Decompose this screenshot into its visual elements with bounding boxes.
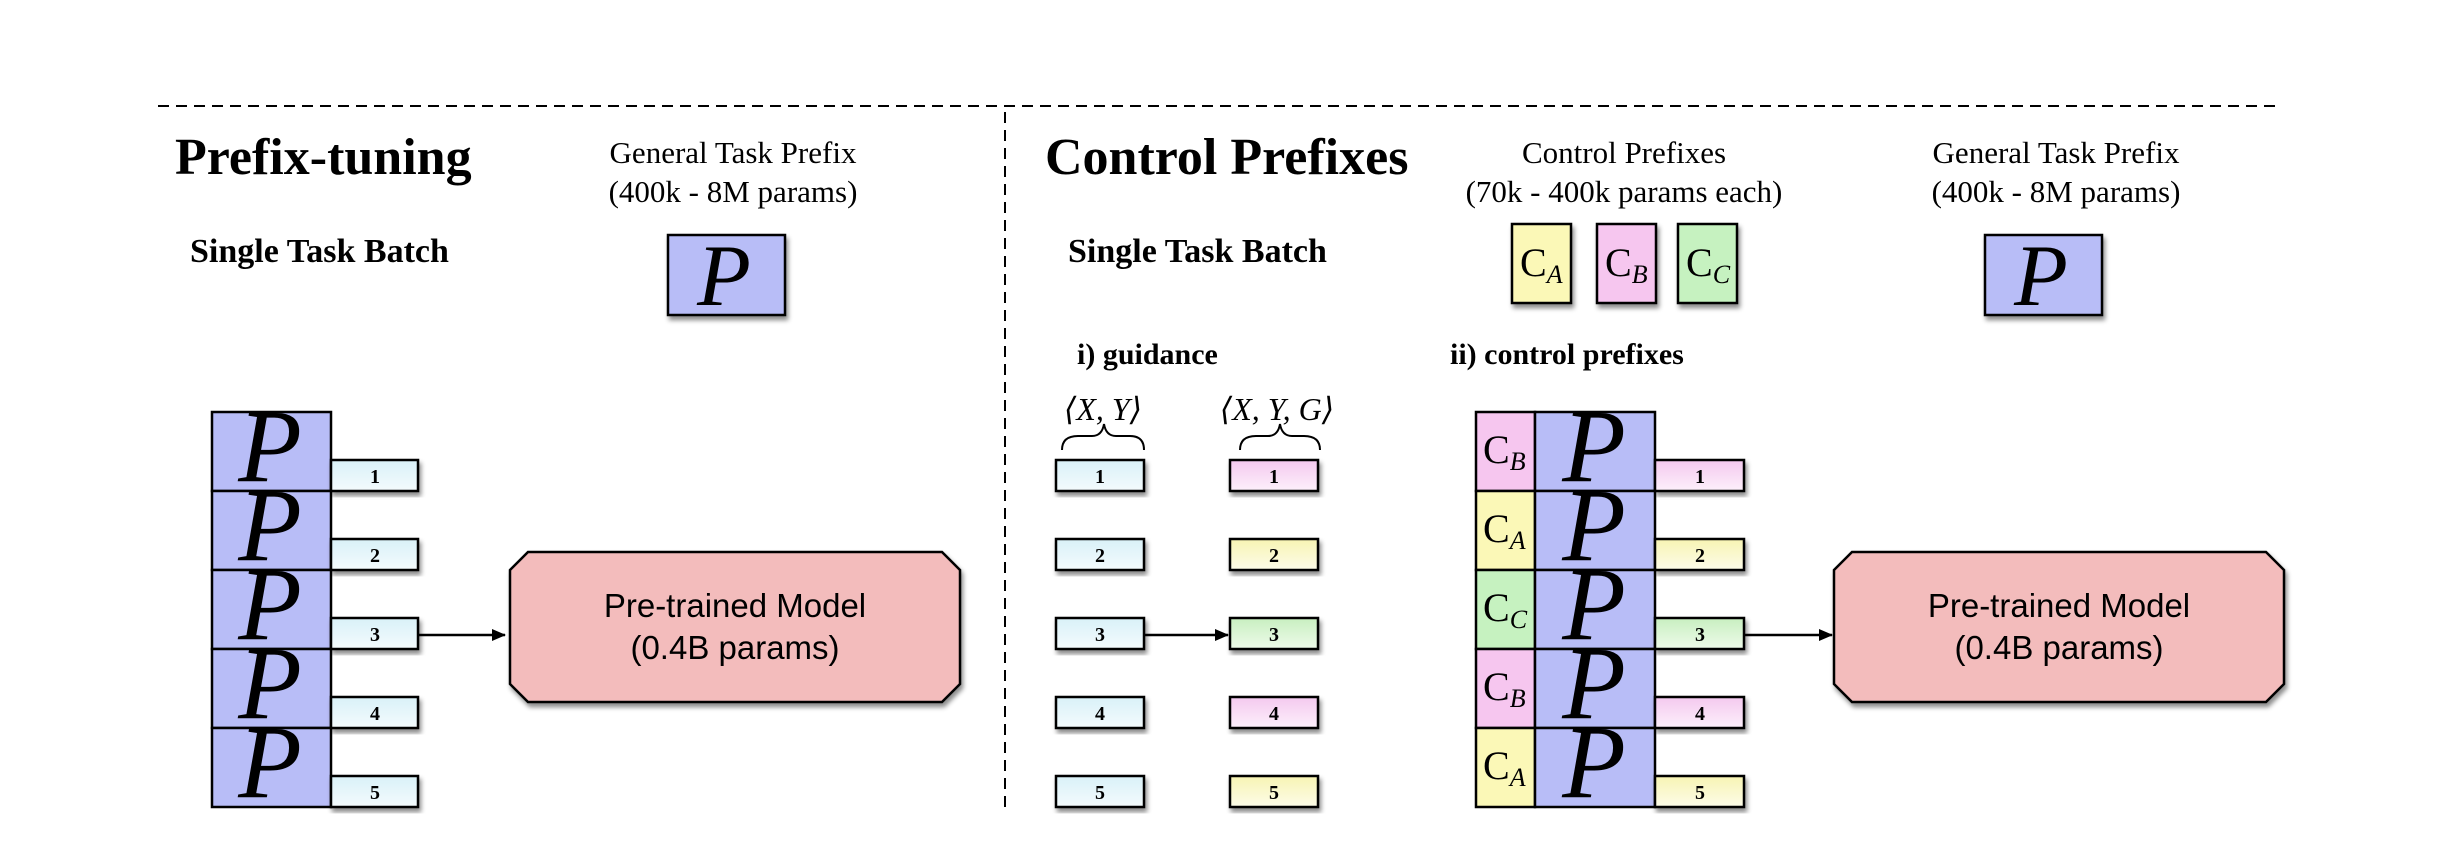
left-prefix-caption-line2: (400k - 8M params) [609, 174, 858, 209]
right-prefix-caption-line2: (400k - 8M params) [1932, 174, 2181, 209]
control-prefix-cell [1474, 568, 1537, 651]
prefix-symbol: P [237, 705, 302, 820]
guided-input-row [1228, 458, 1320, 493]
left-prefix-caption-line1: General Task Prefix [610, 135, 857, 170]
prefix-symbol: P [237, 547, 302, 662]
input-row [329, 695, 420, 730]
prefix-symbol: P [1561, 626, 1626, 741]
input-row [329, 458, 420, 493]
row-number: 1 [370, 466, 380, 488]
control-prefix-cell [1474, 726, 1537, 809]
input-row [1653, 616, 1746, 651]
row-number: 2 [1095, 545, 1105, 567]
control-prefix-label: CB [1483, 427, 1526, 476]
row-number: 4 [370, 703, 380, 725]
row-number: 5 [370, 782, 380, 804]
right-model-label-line2: (0.4B params) [1954, 629, 2163, 666]
row-number: 2 [1269, 545, 1279, 567]
prefix-block [1533, 489, 1657, 572]
input-row [1653, 774, 1746, 809]
control-prefix-caption-line2: (70k - 400k params each) [1466, 174, 1783, 209]
prefix-symbol: P [237, 468, 302, 583]
row-number: 2 [1695, 545, 1705, 567]
guidance-input-row [1054, 774, 1146, 809]
prefix-symbol: P [1561, 705, 1626, 820]
prefix-block [210, 726, 333, 809]
right-prefix-caption-line1: General Task Prefix [1933, 135, 2180, 170]
guidance-input-row [1054, 537, 1146, 572]
brace-xy [1061, 423, 1145, 451]
row-number: 5 [1269, 782, 1279, 804]
row-number: 3 [1095, 624, 1105, 646]
left-batch-label: Single Task Batch [190, 233, 449, 270]
row-number: 1 [1095, 466, 1105, 488]
right-model-box: Pre-trained Model (0.4B params) [1832, 550, 2286, 704]
prefix-symbol: P [237, 626, 302, 741]
left-general-prefix-symbol: P [696, 228, 751, 325]
guided-input-row [1228, 695, 1320, 730]
prefix-symbol: P [1561, 389, 1626, 504]
input-row [1653, 458, 1746, 493]
guidance-input-row [1054, 616, 1146, 651]
left-model-label-line2: (0.4B params) [630, 629, 839, 666]
left-model-box: Pre-trained Model (0.4B params) [508, 550, 962, 704]
input-row [329, 616, 420, 651]
right-model-label-line1: Pre-trained Model [1928, 587, 2190, 624]
guided-input-row [1228, 537, 1320, 572]
guidance-label: i) guidance [1077, 338, 1218, 371]
tuple-xy-label: ⟨X, Y⟩ [1064, 391, 1142, 427]
prefix-symbol: P [237, 389, 302, 504]
right-general-prefix-symbol: P [2013, 228, 2068, 325]
row-number: 4 [1695, 703, 1705, 725]
right-general-prefix-block: P [1983, 228, 2104, 325]
control-prefix-caption-line1: Control Prefixes [1522, 135, 1726, 170]
right-batch-label: Single Task Batch [1068, 233, 1327, 270]
brace-xyg [1239, 423, 1321, 451]
input-row [329, 774, 420, 809]
row-number: 5 [1095, 782, 1105, 804]
row-number: 2 [370, 545, 380, 567]
left-title: Prefix-tuning [175, 129, 472, 186]
input-row [1653, 537, 1746, 572]
row-number: 3 [370, 624, 380, 646]
left-model-label-line1: Pre-trained Model [604, 587, 866, 624]
prefix-block [1533, 568, 1657, 651]
control-prefix-a [1510, 222, 1573, 305]
row-number: 1 [1269, 466, 1279, 488]
right-title: Control Prefixes [1045, 129, 1408, 186]
control-prefix-c [1676, 222, 1739, 305]
prefix-block [1533, 726, 1657, 809]
row-number: 5 [1695, 782, 1705, 804]
prefix-symbol: P [1561, 547, 1626, 662]
input-row [1653, 695, 1746, 730]
prefix-block [1533, 410, 1657, 493]
guided-input-row [1228, 616, 1320, 651]
row-number: 3 [1269, 624, 1279, 646]
control-prefix-b [1595, 222, 1658, 305]
guidance-rows: 1 1 2 2 3 3 4 4 5 5 [1054, 458, 1320, 809]
input-row [329, 537, 420, 572]
left-general-prefix-block: P [666, 228, 787, 325]
guidance-input-row [1054, 695, 1146, 730]
prefix-symbol: P [1561, 468, 1626, 583]
row-number: 4 [1095, 703, 1105, 725]
row-number: 4 [1269, 703, 1279, 725]
guided-input-row [1228, 774, 1320, 809]
control-prefixes-label: ii) control prefixes [1450, 338, 1684, 371]
tuple-xyg-label: ⟨X, Y, G⟩ [1220, 391, 1334, 427]
row-number: 3 [1695, 624, 1705, 646]
row-number: 1 [1695, 466, 1705, 488]
guidance-input-row [1054, 458, 1146, 493]
